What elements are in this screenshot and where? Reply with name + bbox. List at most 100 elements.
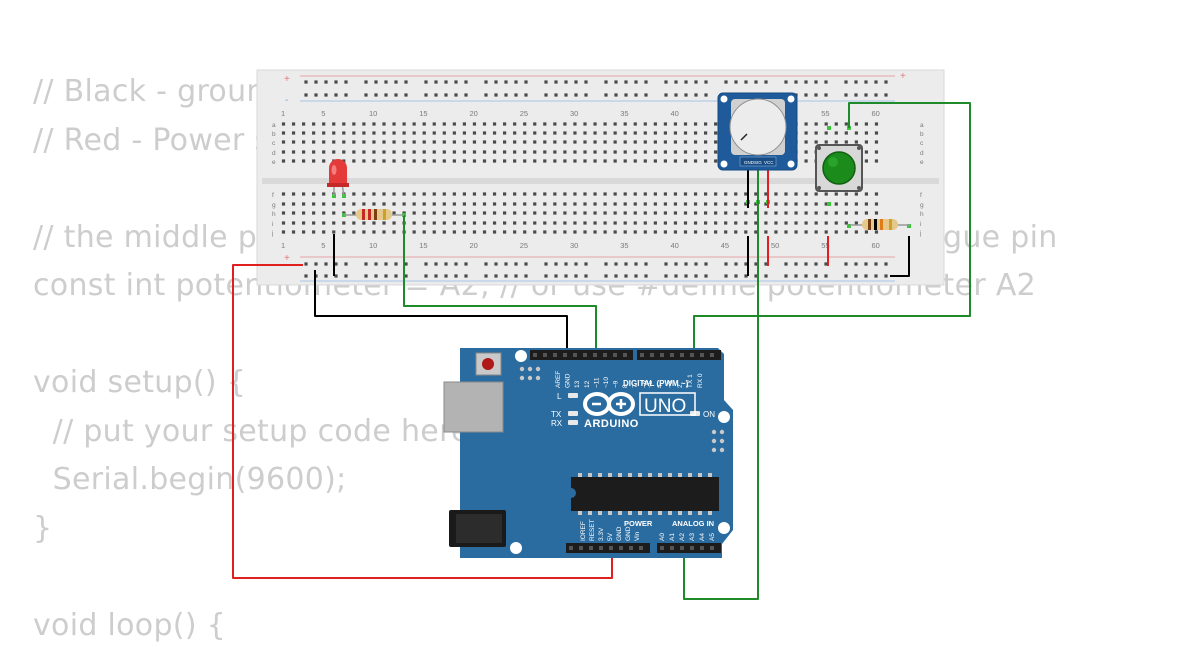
breadboard-hole[interactable] (292, 150, 295, 153)
breadboard-hole[interactable] (583, 211, 586, 214)
breadboard-hole[interactable] (544, 93, 547, 96)
breadboard-hole[interactable] (574, 93, 577, 96)
breadboard-hole[interactable] (694, 202, 697, 205)
breadboard-hole[interactable] (634, 230, 637, 233)
breadboard-hole[interactable] (322, 230, 325, 233)
breadboard-hole[interactable] (875, 211, 878, 214)
breadboard-hole[interactable] (563, 221, 566, 224)
breadboard-hole[interactable] (433, 122, 436, 125)
breadboard-hole[interactable] (644, 93, 647, 96)
breadboard-hole[interactable] (654, 230, 657, 233)
breadboard-hole[interactable] (403, 122, 406, 125)
breadboard-hole[interactable] (292, 192, 295, 195)
breadboard-hole[interactable] (573, 202, 576, 205)
breadboard-hole[interactable] (583, 140, 586, 143)
breadboard-hole[interactable] (614, 80, 617, 83)
breadboard-hole[interactable] (804, 93, 807, 96)
breadboard-hole[interactable] (484, 80, 487, 83)
breadboard-hole[interactable] (664, 202, 667, 205)
breadboard-hole[interactable] (744, 230, 747, 233)
breadboard-hole[interactable] (503, 221, 506, 224)
breadboard-hole[interactable] (664, 274, 667, 277)
breadboard-hole[interactable] (374, 80, 377, 83)
breadboard-hole[interactable] (845, 192, 848, 195)
breadboard-hole[interactable] (805, 140, 808, 143)
breadboard-hole[interactable] (312, 221, 315, 224)
breadboard-hole[interactable] (523, 192, 526, 195)
breadboard-hole[interactable] (734, 262, 737, 265)
breadboard-hole[interactable] (764, 274, 767, 277)
breadboard-hole[interactable] (523, 131, 526, 134)
breadboard-hole[interactable] (624, 80, 627, 83)
breadboard-hole[interactable] (604, 202, 607, 205)
breadboard-hole[interactable] (352, 192, 355, 195)
breadboard-hole[interactable] (533, 150, 536, 153)
breadboard-hole[interactable] (674, 230, 677, 233)
breadboard-hole[interactable] (704, 93, 707, 96)
breadboard-hole[interactable] (384, 80, 387, 83)
breadboard-hole[interactable] (413, 202, 416, 205)
breadboard-hole[interactable] (624, 202, 627, 205)
breadboard-hole[interactable] (473, 140, 476, 143)
breadboard-hole[interactable] (504, 80, 507, 83)
breadboard-hole[interactable] (865, 211, 868, 214)
breadboard-hole[interactable] (493, 211, 496, 214)
breadboard-hole[interactable] (875, 131, 878, 134)
breadboard-hole[interactable] (523, 202, 526, 205)
breadboard-hole[interactable] (835, 221, 838, 224)
breadboard-hole[interactable] (634, 140, 637, 143)
breadboard-hole[interactable] (463, 150, 466, 153)
breadboard-hole[interactable] (352, 150, 355, 153)
breadboard-hole[interactable] (654, 159, 657, 162)
breadboard-hole[interactable] (423, 211, 426, 214)
digital-header-right[interactable] (637, 350, 721, 360)
breadboard-hole[interactable] (805, 159, 808, 162)
breadboard-hole[interactable] (634, 221, 637, 224)
breadboard-hole[interactable] (292, 131, 295, 134)
breadboard-hole[interactable] (352, 122, 355, 125)
breadboard-hole[interactable] (473, 150, 476, 153)
breadboard-hole[interactable] (563, 202, 566, 205)
breadboard-hole[interactable] (583, 192, 586, 195)
breadboard-hole[interactable] (664, 221, 667, 224)
breadboard-hole[interactable] (473, 192, 476, 195)
breadboard-hole[interactable] (624, 159, 627, 162)
breadboard-hole[interactable] (874, 80, 877, 83)
breadboard-hole[interactable] (413, 230, 416, 233)
breadboard-hole[interactable] (322, 150, 325, 153)
breadboard-hole[interactable] (624, 262, 627, 265)
breadboard-hole[interactable] (473, 230, 476, 233)
breadboard-hole[interactable] (814, 262, 817, 265)
breadboard-hole[interactable] (583, 202, 586, 205)
breadboard-hole[interactable] (554, 274, 557, 277)
breadboard-hole[interactable] (324, 80, 327, 83)
breadboard-hole[interactable] (805, 150, 808, 153)
breadboard-hole[interactable] (864, 93, 867, 96)
breadboard-hole[interactable] (865, 150, 868, 153)
breadboard-hole[interactable] (884, 262, 887, 265)
breadboard-hole[interactable] (854, 262, 857, 265)
breadboard-hole[interactable] (774, 211, 777, 214)
breadboard-hole[interactable] (825, 192, 828, 195)
breadboard-hole[interactable] (312, 122, 315, 125)
breadboard-hole[interactable] (825, 211, 828, 214)
breadboard-hole[interactable] (644, 192, 647, 195)
breadboard-hole[interactable] (553, 131, 556, 134)
breadboard-hole[interactable] (573, 150, 576, 153)
breadboard-hole[interactable] (714, 230, 717, 233)
button-cap[interactable] (823, 152, 855, 184)
breadboard-hole[interactable] (815, 202, 818, 205)
breadboard-hole[interactable] (403, 150, 406, 153)
breadboard-hole[interactable] (664, 192, 667, 195)
breadboard-hole[interactable] (434, 80, 437, 83)
breadboard-hole[interactable] (473, 211, 476, 214)
breadboard-hole[interactable] (654, 131, 657, 134)
breadboard-hole[interactable] (423, 122, 426, 125)
breadboard-hole[interactable] (624, 221, 627, 224)
breadboard-hole[interactable] (533, 202, 536, 205)
breadboard-hole[interactable] (704, 140, 707, 143)
breadboard-hole[interactable] (784, 80, 787, 83)
breadboard-hole[interactable] (504, 274, 507, 277)
breadboard-hole[interactable] (463, 140, 466, 143)
breadboard-hole[interactable] (302, 202, 305, 205)
